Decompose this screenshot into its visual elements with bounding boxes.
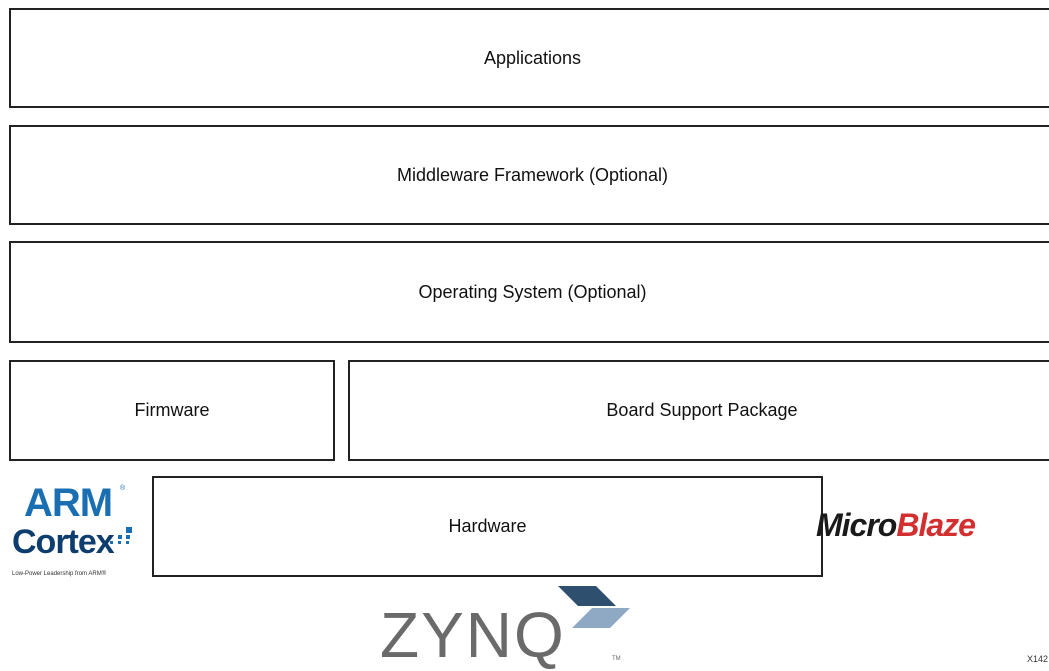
board-support-package-layer: Board Support Package xyxy=(348,360,1049,461)
middleware-label: Middleware Framework (Optional) xyxy=(396,164,669,185)
zynq-chevron-icon xyxy=(558,586,630,628)
middleware-layer: Middleware Framework (Optional) xyxy=(9,125,1049,225)
applications-label: Applications xyxy=(483,47,582,68)
operating-system-label: Operating System (Optional) xyxy=(418,281,647,302)
arm-cortex-logo: ARM ® Cortex Low-Power Leadership from A… xyxy=(8,483,148,583)
arm-tagline: Low-Power Leadership from ARM® xyxy=(12,571,107,577)
firmware-label: Firmware xyxy=(134,400,210,420)
zynq-wordmark: ZYNQ xyxy=(380,599,566,671)
cortex-wordmark: Cortex xyxy=(12,523,115,561)
hardware-layer: Hardware xyxy=(152,476,823,577)
figure-id: X142 xyxy=(1027,654,1049,664)
zynq-trademark: TM xyxy=(612,656,621,662)
cortex-dots-icon xyxy=(110,527,132,544)
applications-layer: Applications xyxy=(9,8,1049,108)
microblaze-micro-text: Micro xyxy=(816,507,897,543)
microblaze-logo: MicroBlaze xyxy=(816,507,1049,557)
arm-trademark: ® xyxy=(120,485,126,492)
microblaze-blaze-text: Blaze xyxy=(896,507,976,543)
hardware-label: Hardware xyxy=(448,516,527,536)
zynq-logo: ZYNQ TM xyxy=(380,586,640,671)
operating-system-layer: Operating System (Optional) xyxy=(9,241,1049,343)
board-support-package-label: Board Support Package xyxy=(606,400,798,420)
firmware-layer: Firmware xyxy=(9,360,335,461)
arm-wordmark: ARM xyxy=(24,481,113,525)
